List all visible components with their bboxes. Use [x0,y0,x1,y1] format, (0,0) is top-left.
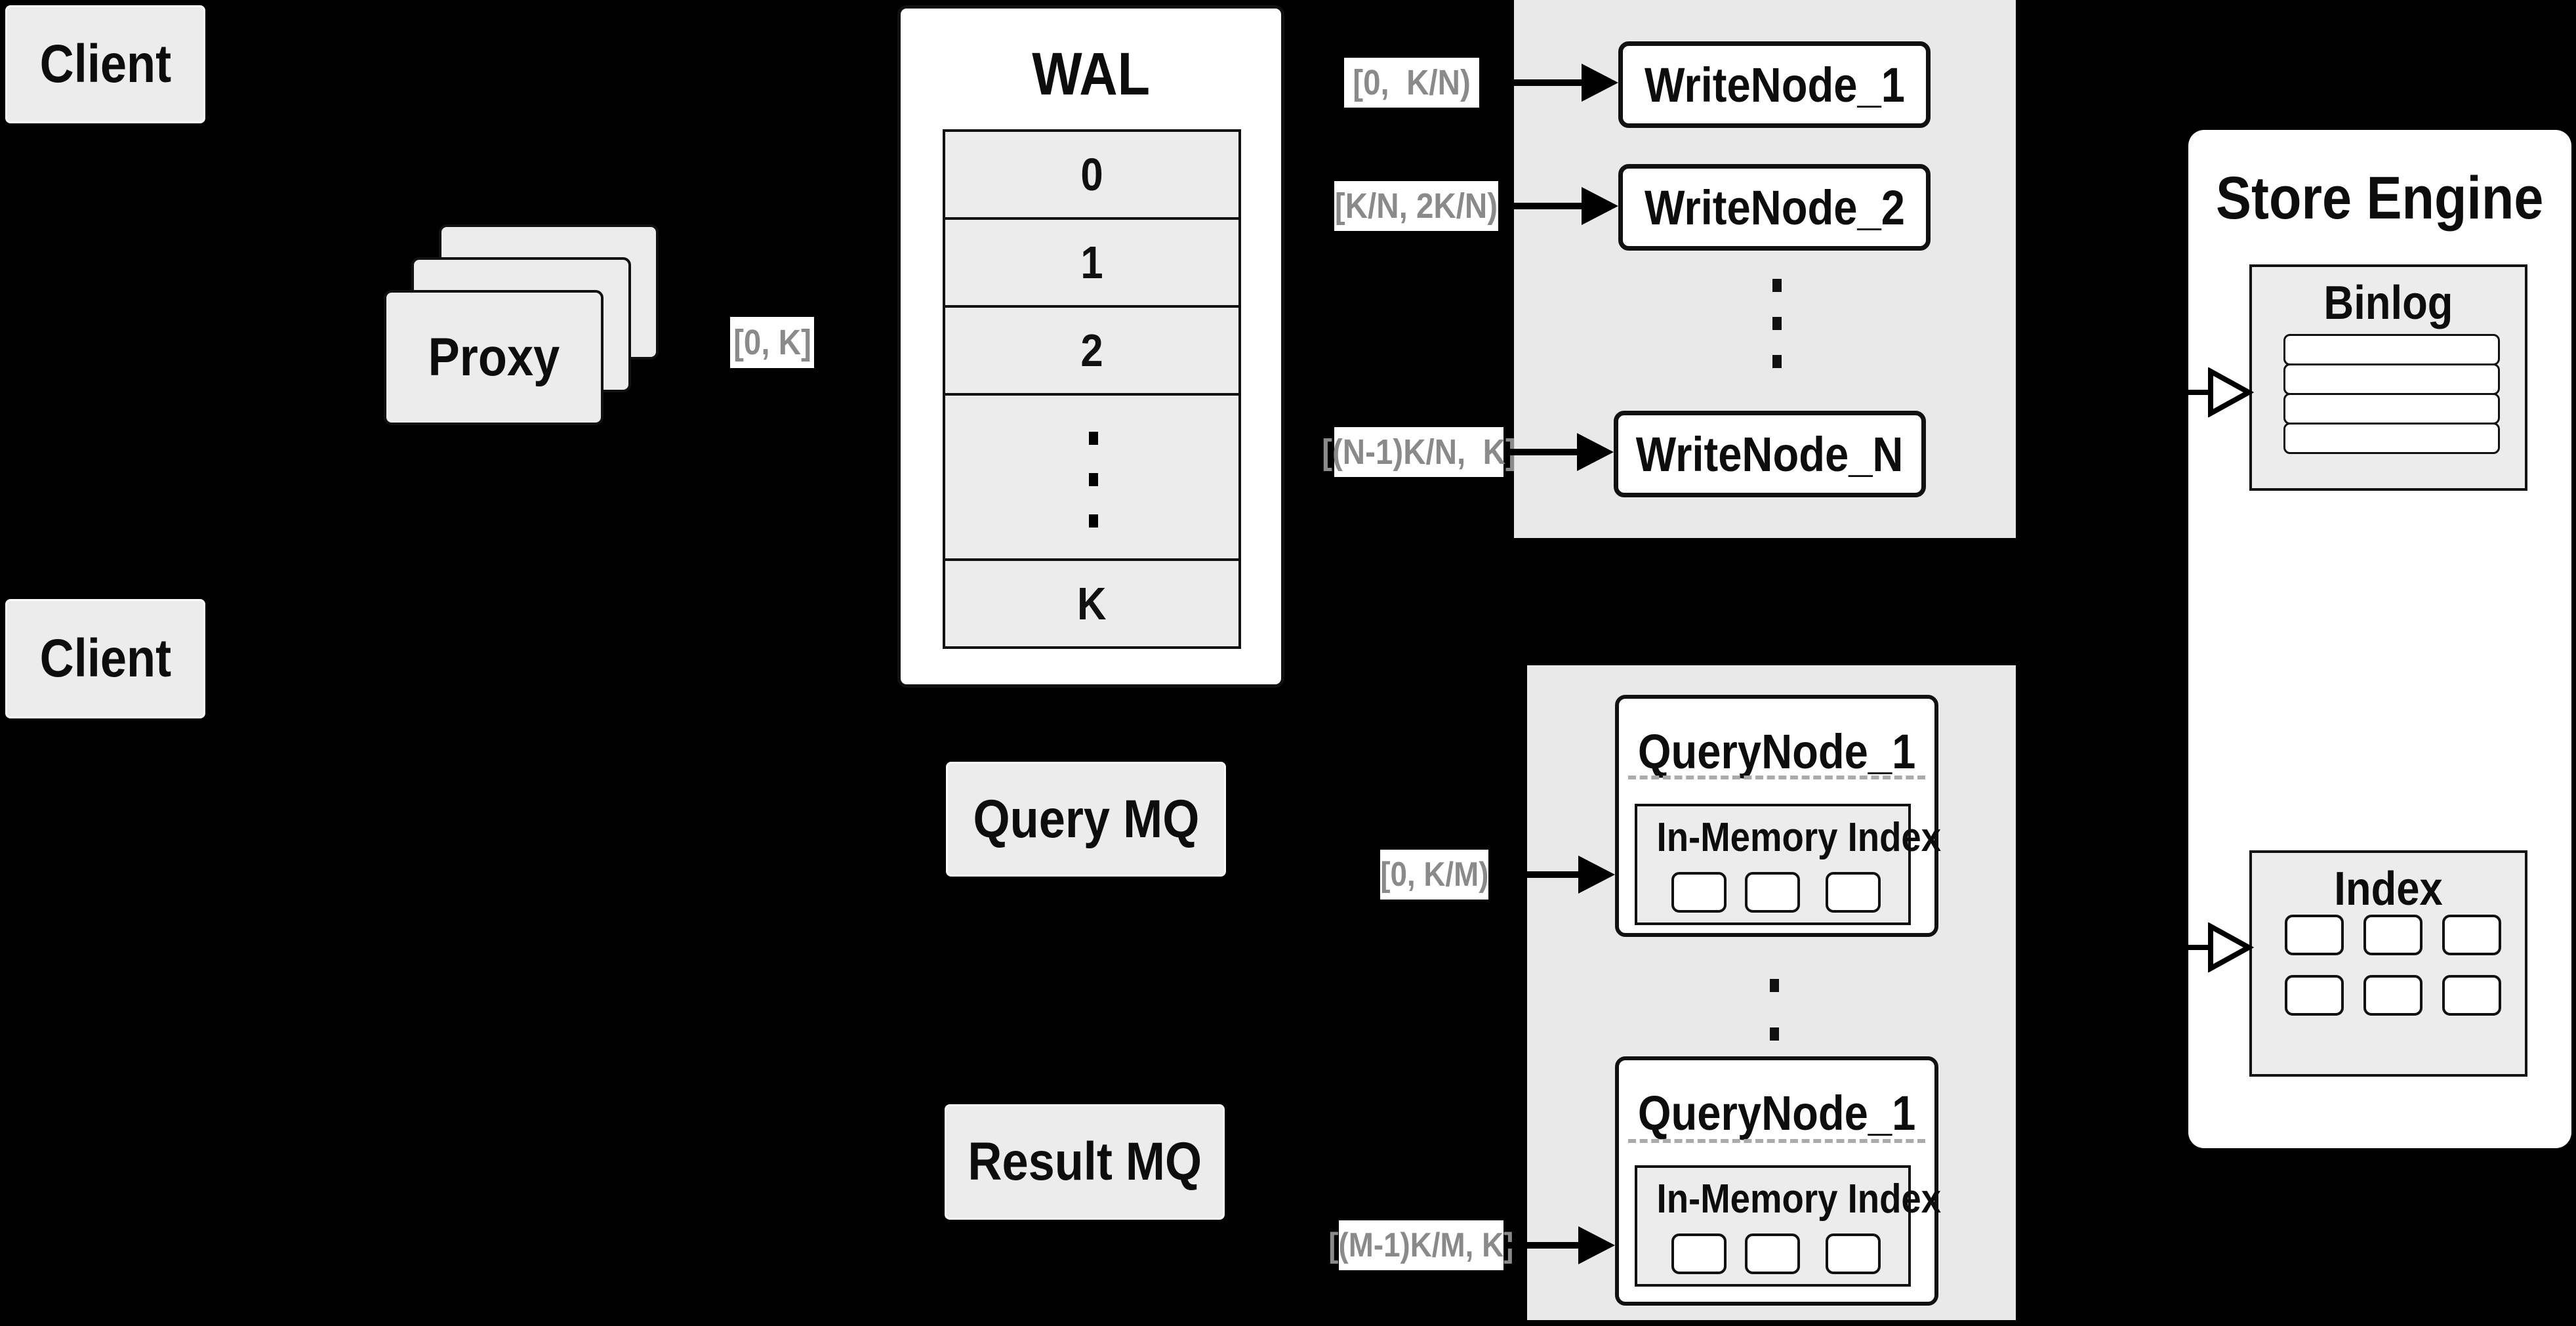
index-cell [2363,975,2423,1016]
in-memory-index-2-box: In-Memory Index [1635,1165,1942,1287]
proxy-card-front: Proxy [384,290,603,425]
memory-segment-cell [1826,872,1881,913]
write-range-1-label: [0, K/N) [1344,58,1479,108]
write-range-n-label: [(N-1)K/N, K] [1322,427,1516,477]
binlog-slot [2283,363,2500,395]
query-range-1-label: [0, K/M) [1380,850,1488,900]
memory-segment-cell [1826,1233,1881,1274]
binlog-slots [2283,334,2500,454]
in-memory-index-1-box: In-Memory Index [1635,804,1942,925]
proxy-label: Proxy [428,327,560,387]
memory-segment-cell [1671,872,1727,913]
query-range-2-label: [(M-1)K/M, K] [1328,1220,1514,1270]
dashed-divider [1628,1139,1925,1143]
arrow-line [1479,79,1584,86]
arrow-line [2156,390,2216,395]
wal-box: WAL 0 1 2 K [897,5,1284,688]
store-engine-title: Store Engine [2216,165,2544,232]
wal-segment-row: K [943,558,1241,649]
ellipsis-dot [1770,1027,1779,1041]
arrow-line [1503,1242,1581,1249]
open-arrow-head-icon [2208,367,2254,417]
wal-ellipsis-row [943,393,1241,561]
query-mq-box: Query MQ [946,762,1226,877]
client-bottom-box: Client [5,599,205,718]
client-top-box: Client [5,5,205,123]
in-memory-index-2-title: In-Memory Index [1656,1176,1942,1222]
write-node-1-label: WriteNode_1 [1644,57,1905,112]
memory-segment-cell [1671,1233,1727,1274]
arrow-head-icon [1582,187,1618,225]
open-arrow-head-icon [2208,922,2254,972]
query-range-1-text: [0, K/M) [1380,856,1489,894]
wal-segment-row: 0 [943,129,1241,220]
ellipsis-dot [1089,473,1098,486]
in-memory-index-1-title: In-Memory Index [1656,815,1942,860]
arrow-line [2156,945,2216,950]
query-node-2-title: QueryNode_1 [1637,1086,1916,1140]
query-range-2-text: [(M-1)K/M, K] [1328,1226,1514,1264]
store-engine-box: Store Engine Binlog Index [2188,130,2571,1148]
index-cell [2363,915,2423,955]
write-node-n-label: WriteNode_N [1636,426,1904,482]
index-cell [2285,915,2344,955]
binlog-slot [2283,423,2500,454]
index-cell [2442,915,2501,955]
arrow-head-icon [1578,856,1615,894]
result-mq-box: Result MQ [945,1104,1225,1220]
write-range-2-text: [K/N, 2K/N) [1334,186,1498,226]
result-mq-label: Result MQ [968,1132,1202,1191]
query-node-1-title: QueryNode_1 [1637,724,1916,779]
ellipsis-dot [1089,514,1098,528]
arrow-line [1498,203,1584,209]
dashed-divider [1628,776,1925,779]
ellipsis-dot [1089,432,1098,445]
index-box: Index [2249,850,2527,1077]
write-node-n-box: WriteNode_N [1614,411,1926,497]
wal-title: WAL [1032,41,1150,108]
arrow-line [1503,449,1580,455]
index-cell [2285,975,2344,1016]
ellipsis-dot [1772,279,1782,292]
write-range-n-text: [(N-1)K/N, K] [1322,432,1516,472]
write-range-1-text: [0, K/N) [1353,63,1471,102]
ellipsis-dot [1770,979,1779,992]
binlog-slot [2283,393,2500,425]
query-mq-label: Query MQ [973,789,1199,849]
memory-segment-cell [1745,872,1800,913]
proxy-range-text: [0, K] [733,323,811,362]
write-range-2-label: [K/N, 2K/N) [1334,181,1498,231]
arrow-head-icon [1578,1226,1615,1264]
binlog-title: Binlog [2323,277,2453,329]
arrow-head-icon [1577,433,1614,471]
memory-segment-cell [1745,1233,1800,1274]
ellipsis-dot [1772,355,1782,368]
binlog-box: Binlog [2249,264,2527,491]
write-node-2-label: WriteNode_2 [1644,180,1905,235]
write-node-1-box: WriteNode_1 [1618,41,1931,128]
client-bottom-label: Client [39,629,171,688]
index-cell [2442,975,2501,1016]
ellipsis-dot [1772,317,1782,330]
wal-segment-row: 1 [943,217,1241,308]
wal-segment-row: 2 [943,305,1241,396]
wal-segment-table: 0 1 2 K [943,129,1241,649]
index-title: Index [2334,863,2443,915]
write-node-2-box: WriteNode_2 [1618,164,1931,251]
client-top-label: Client [39,34,171,94]
arrow-line [1488,871,1581,878]
proxy-range-label: [0, K] [730,317,814,368]
arrow-head-icon [1582,64,1618,102]
binlog-slot [2283,334,2500,365]
